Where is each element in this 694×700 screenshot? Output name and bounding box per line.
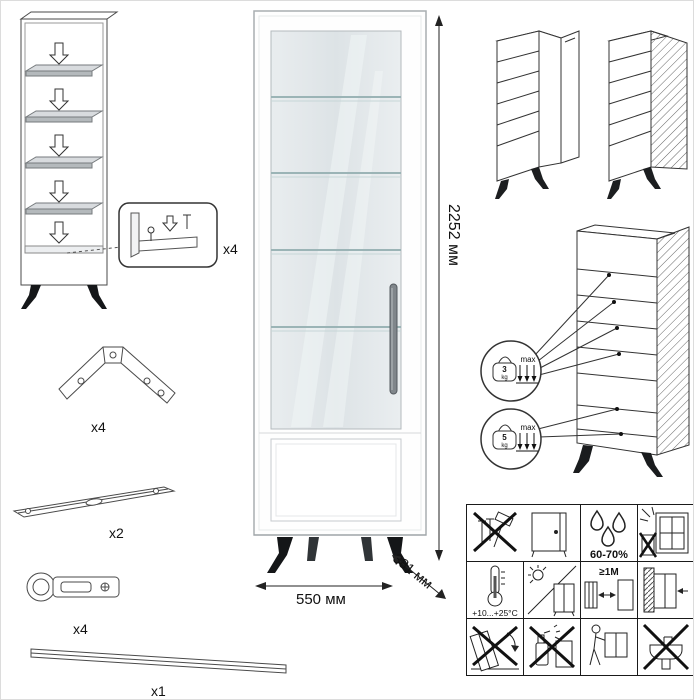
cabinet-legs bbox=[21, 285, 107, 309]
shelf-pin-callout bbox=[117, 201, 221, 271]
humidity-icon: 60-70% bbox=[590, 509, 628, 561]
cabinet-legs bbox=[267, 537, 413, 573]
open-door-panel-hatched bbox=[656, 226, 690, 456]
glass-shelves bbox=[271, 96, 401, 332]
care-pictogram-grid: 60-70% bbox=[466, 504, 693, 676]
distance-label: ≥1M bbox=[599, 567, 618, 578]
care-cell-no-direct-sun bbox=[638, 505, 693, 562]
height-dimension-label: 2252 мм bbox=[445, 204, 462, 267]
weight-icon bbox=[497, 424, 513, 433]
sun-shade-icon bbox=[527, 565, 577, 617]
bracket-qty-label: x4 bbox=[91, 419, 106, 435]
load-limit-bottom-shelf: 5 kg max bbox=[480, 408, 542, 470]
anti-tip-icon bbox=[469, 625, 519, 672]
weight-icon bbox=[497, 356, 513, 365]
cabinet-icon bbox=[617, 579, 634, 611]
open-door-panel bbox=[560, 30, 580, 164]
load-max-label: max bbox=[520, 355, 535, 364]
insert-down-arrow-icon bbox=[48, 42, 70, 244]
shelf-boards bbox=[24, 64, 104, 215]
care-cell-carry-upright bbox=[581, 619, 638, 676]
main-cabinet-render bbox=[251, 7, 431, 579]
load-value: 3 bbox=[502, 365, 507, 374]
load-unit: kg bbox=[501, 443, 507, 449]
humidity-range-label: 60-70% bbox=[590, 549, 628, 561]
care-cell-humidity: 60-70% bbox=[581, 505, 638, 562]
open-door-panel-hatched bbox=[650, 30, 688, 170]
bottom-rail bbox=[24, 245, 104, 254]
care-cell-shade bbox=[524, 562, 581, 619]
thermometer-icon: +10...+25°C bbox=[472, 565, 518, 618]
width-dimension-arrow bbox=[253, 579, 395, 593]
cabinet-legs bbox=[573, 445, 663, 477]
cabinet-icon bbox=[553, 583, 575, 617]
care-cell-no-chemicals bbox=[524, 619, 581, 676]
temperature-range-label: +10...+25°C bbox=[472, 608, 517, 618]
hinge-qty-label: x4 bbox=[73, 621, 88, 637]
lower-door-panel bbox=[259, 432, 421, 522]
depth-dimension-arrow bbox=[389, 549, 451, 605]
load-limit-glass-shelf: 3 kg max bbox=[480, 340, 542, 402]
cabinet-legs bbox=[607, 167, 661, 199]
care-cell-temperature: +10...+25°C bbox=[467, 562, 524, 619]
no-hammer-nails-icon bbox=[472, 511, 566, 558]
care-cell-heater-distance: ≥1M bbox=[581, 562, 638, 619]
cabinet-icon bbox=[653, 573, 677, 609]
rail-part-drawing bbox=[6, 479, 181, 529]
care-cell-anti-tip bbox=[467, 619, 524, 676]
handle-part-drawing bbox=[21, 641, 296, 687]
no-chemicals-icon bbox=[528, 624, 576, 669]
leader-lines bbox=[534, 274, 622, 438]
door-reversal-option-b bbox=[601, 17, 693, 205]
bracket-part-drawing bbox=[49, 337, 184, 432]
insert-arrow-icon bbox=[161, 215, 179, 232]
wall-anchor-icon bbox=[643, 567, 688, 613]
load-value: 5 bbox=[502, 433, 507, 442]
load-limit-diagram: 3 kg max 5 kg max bbox=[459, 213, 693, 497]
care-cell-wall-anchor bbox=[638, 562, 693, 619]
width-dimension-label: 550 мм bbox=[296, 591, 346, 608]
height-dimension-arrow bbox=[431, 13, 447, 563]
heater-distance-icon: ≥1M bbox=[584, 567, 634, 611]
cabinet-icon bbox=[531, 512, 566, 558]
carry-upright-icon bbox=[589, 624, 628, 666]
door-reversal-option-a bbox=[487, 17, 583, 205]
no-sink-icon bbox=[642, 623, 690, 671]
care-cell-no-wet-rooms bbox=[638, 619, 693, 676]
cabinet-legs bbox=[495, 167, 549, 199]
care-cell-no-tools bbox=[467, 505, 581, 562]
handle-qty-label: x1 bbox=[151, 683, 166, 699]
load-unit: kg bbox=[501, 375, 507, 381]
load-max-label: max bbox=[520, 423, 535, 432]
shelf-placement-diagram bbox=[9, 7, 124, 313]
door-handle bbox=[389, 283, 398, 395]
shelf-pin-icon bbox=[147, 226, 155, 234]
window-sun-icon bbox=[638, 506, 689, 558]
hinge-part-drawing bbox=[19, 557, 134, 619]
shelf-pin-qty-label: x4 bbox=[223, 241, 238, 257]
rail-qty-label: x2 bbox=[109, 525, 124, 541]
